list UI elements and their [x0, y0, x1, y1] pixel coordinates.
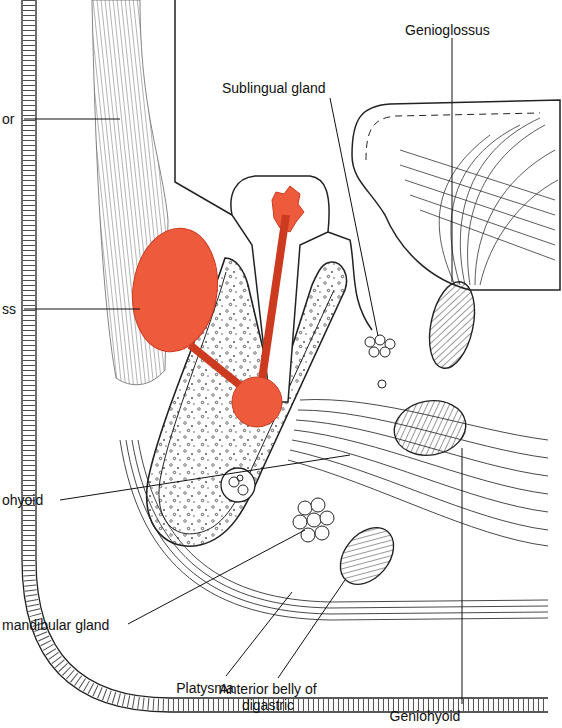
submandibular-gland — [293, 498, 334, 542]
tongue-part-part — [410, 195, 555, 245]
digastric-muscle — [330, 517, 405, 594]
geniohyoid-muscle-part — [390, 395, 470, 461]
mandible-part — [238, 485, 248, 495]
tongue-part-part — [451, 125, 520, 285]
sublingual-gland-part — [380, 347, 390, 357]
abscess-spread-part — [259, 215, 286, 400]
tongue-part — [366, 113, 540, 160]
tooth — [231, 176, 329, 402]
part-label: Sublingual gland — [222, 80, 326, 96]
submandibular-gland-part — [298, 501, 312, 515]
part-label: ohyoid — [2, 492, 43, 508]
part-label: mandibular gland — [2, 617, 109, 633]
part-label: Anterior belly of digastric — [216, 681, 320, 713]
tongue-part-part — [420, 210, 555, 260]
leader-lines-part — [462, 448, 463, 704]
tongue-part-part — [439, 135, 490, 285]
tongue — [352, 100, 560, 290]
sublingual-gland-part — [378, 380, 386, 388]
sublingual-gland-part — [365, 337, 375, 347]
leader-lines-part — [278, 580, 345, 678]
abscess-spread-part — [125, 223, 225, 357]
submandibular-gland-part — [301, 528, 315, 542]
sublingual-gland-part — [375, 335, 385, 345]
tongue-part — [352, 100, 560, 290]
submandibular-gland-part — [320, 511, 334, 525]
leader-lines-part — [330, 98, 378, 336]
sublingual-gland-part — [369, 347, 379, 357]
part-label: Genioglossus — [405, 22, 490, 38]
part-label: Geniohyoid — [390, 708, 461, 724]
mylohyoid-muscle-part — [290, 450, 548, 530]
digastric-muscle-part — [330, 517, 405, 594]
leader-lines-part — [24, 119, 120, 120]
tongue-part-part — [400, 165, 555, 215]
leader-lines-part — [226, 592, 292, 676]
submandibular-gland-part — [293, 515, 307, 529]
submandibular-gland-part — [311, 498, 325, 512]
leader-lines — [24, 38, 462, 704]
tongue-part — [400, 118, 558, 285]
leader-lines-part — [60, 455, 350, 500]
abscess-spread-part — [232, 377, 282, 427]
part-label: or — [2, 111, 14, 127]
tongue-part-part — [405, 180, 555, 230]
abscess-spread — [125, 186, 304, 427]
tooth-part — [231, 176, 329, 402]
leader-lines-part — [452, 38, 453, 282]
mylohyoid-muscle-part — [288, 460, 548, 546]
geniohyoid-muscle — [390, 395, 470, 461]
tongue-part-part — [475, 150, 555, 285]
tongue-part-part — [400, 150, 555, 200]
submandibular-gland-part — [307, 513, 321, 527]
part-label: ss — [2, 301, 16, 317]
oral-mucosa-part — [175, 0, 232, 215]
genioglossus-muscle-part — [422, 278, 481, 373]
submandibular-gland-part — [315, 526, 329, 540]
mandible-part — [221, 468, 255, 502]
leader-lines-part — [24, 309, 140, 310]
sublingual-gland — [365, 335, 395, 388]
genioglossus-muscle — [422, 278, 481, 373]
mandible-part — [237, 475, 243, 481]
